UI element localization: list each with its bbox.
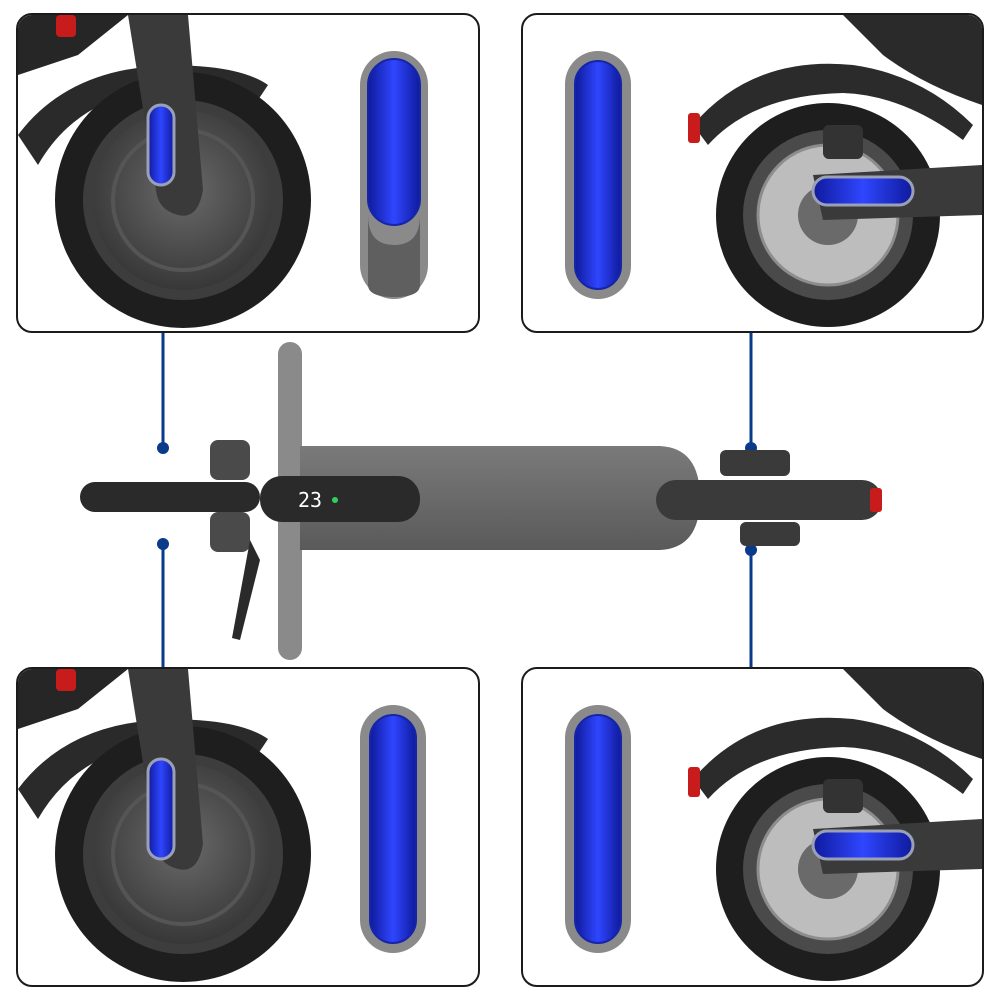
speed-display: 23 [298,488,322,512]
front-wheel-reflector-closeup-2 [16,667,480,987]
swingarm-reflector-blue-2 [811,829,915,861]
swingarm-reflector-blue [811,175,915,207]
rear-frame [843,15,982,105]
deck [300,446,700,550]
fork-reflector-blue-2 [146,757,176,861]
front-fender [18,65,268,165]
handlebar-bar [80,482,260,512]
rear-wheel-reflector-closeup-1 [521,13,984,333]
rear-wheel-reflector-closeup-2 [521,667,984,987]
brake-caliper [823,125,863,159]
front-wheel-reflector-closeup-1 [16,13,480,333]
scooter-top-view: 23 [60,330,940,670]
rear-caliper-top [740,522,800,546]
dashboard [260,476,420,522]
rear-fender [693,63,973,145]
rear-fender-top [656,480,882,520]
fork-reflector-blue [146,103,176,187]
brake-lever [232,540,260,640]
rear-tail-light [688,113,700,143]
